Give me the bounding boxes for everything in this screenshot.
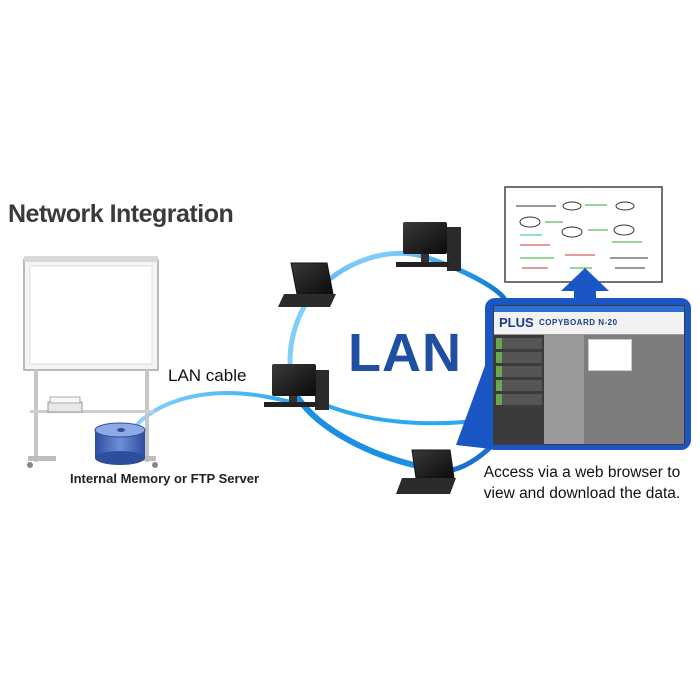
sidebar-item	[496, 394, 542, 405]
access-caption-line2: view and download the data.	[483, 485, 681, 502]
sidebar-item	[496, 338, 542, 349]
image-thumbnail	[588, 339, 632, 371]
browser-sidebar	[494, 335, 544, 444]
brand-logo: PLUS	[499, 315, 534, 330]
browser-viewport: PLUS COPYBOARD N-20	[493, 305, 685, 445]
laptop-icon	[278, 262, 336, 307]
browser-content	[584, 335, 684, 444]
lan-cable-label: LAN cable	[168, 366, 247, 385]
desktop-computer-icon	[264, 364, 329, 410]
whiteboard-icon	[23, 256, 159, 468]
desktop-computer-icon	[396, 222, 461, 271]
sidebar-item	[496, 380, 542, 391]
printed-page-icon	[504, 186, 663, 283]
laptop-icon	[396, 449, 456, 494]
sidebar-item	[496, 366, 542, 377]
sidebar-item	[496, 352, 542, 363]
product-name: COPYBOARD N-20	[539, 318, 618, 327]
access-caption: Access via a web browser to view and dow…	[468, 462, 696, 504]
browser-file-list	[544, 335, 584, 444]
lan-label: LAN	[348, 323, 462, 383]
database-icon	[94, 422, 146, 465]
browser-app-header: PLUS COPYBOARD N-20	[494, 312, 684, 335]
access-caption-line1: Access via a web browser to	[483, 464, 681, 481]
web-browser-window: PLUS COPYBOARD N-20	[485, 298, 691, 450]
lan-cable-line	[128, 391, 302, 434]
browser-titlebar	[494, 306, 684, 312]
storage-label: Internal Memory or FTP Server	[70, 471, 260, 486]
page-title: Network Integration	[8, 200, 234, 228]
